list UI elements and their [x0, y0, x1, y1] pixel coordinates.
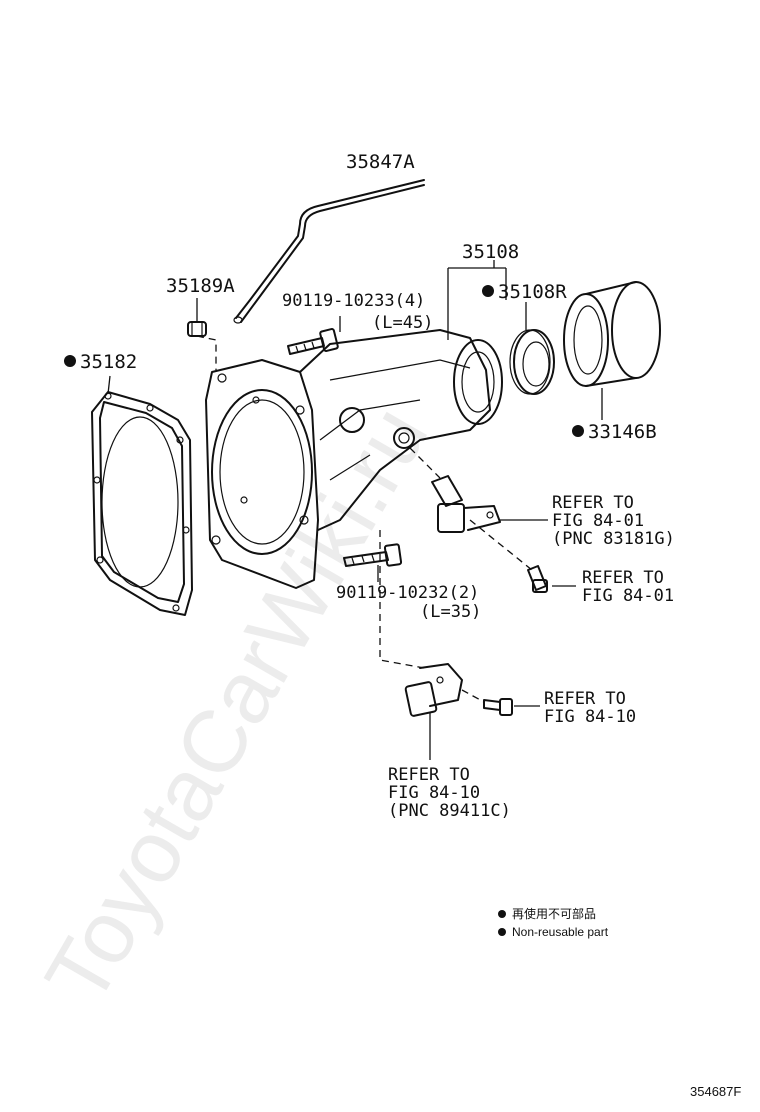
label-35189A: 35189A	[166, 275, 235, 297]
breather-tube-35847A[interactable]	[233, 179, 425, 324]
legend-marker-jp	[498, 910, 506, 918]
label-ref1-line2: FIG 84-01	[552, 511, 644, 531]
bolt-90119-10233[interactable]	[287, 328, 339, 355]
speed-sensor-83181G[interactable]	[431, 475, 501, 533]
non-reusable-marker-35182	[64, 355, 76, 367]
label-ref4-line3: (PNC 89411C)	[388, 801, 511, 821]
extension-housing-35108[interactable]	[205, 329, 503, 589]
label-bolt2-part-number: 90119-10232(2)	[336, 583, 479, 603]
label-ref3-line2: FIG 84-10	[544, 707, 636, 727]
speed-sensor-89411C[interactable]	[404, 663, 463, 717]
label-35108R: 35108R	[498, 281, 567, 303]
diagram-code: 354687F	[690, 1084, 741, 1099]
non-reusable-marker-35108R	[482, 285, 494, 297]
dust-cover-33146B[interactable]	[563, 281, 661, 387]
label-35182: 35182	[80, 351, 137, 373]
label-bolt2-length: (L=35)	[420, 602, 481, 622]
label-ref4-line2: FIG 84-10	[388, 783, 480, 803]
label-ref1-line3: (PNC 83181G)	[552, 529, 675, 549]
non-reusable-marker-33146B	[572, 425, 584, 437]
bolt-90119-10232[interactable]	[343, 543, 403, 567]
label-35108: 35108	[462, 241, 519, 263]
label-bolt1-part-number: 90119-10233(4)	[282, 291, 425, 311]
label-ref1-line1: REFER TO	[552, 493, 634, 513]
bolt-small-upper[interactable]	[527, 565, 548, 593]
watermark: ToyotaCarWiki.ru	[26, 390, 447, 1020]
label-ref2-line2: FIG 84-01	[582, 586, 674, 606]
label-ref2-line1: REFER TO	[582, 568, 664, 588]
gasket-35182[interactable]	[91, 391, 193, 616]
oil-seal-35108R[interactable]	[509, 329, 555, 395]
label-35847A: 35847A	[346, 151, 415, 173]
legend-marker-en	[498, 928, 506, 936]
label-33146B: 33146B	[588, 421, 657, 443]
label-ref3-line1: REFER TO	[544, 689, 626, 709]
legend: 再使用不可部品 Non-reusable part	[498, 906, 609, 939]
legend-text-jp: 再使用不可部品	[512, 906, 596, 921]
plug-35189A[interactable]	[187, 321, 207, 337]
legend-text-en: Non-reusable part	[512, 925, 609, 939]
bolt-small-lower[interactable]	[483, 698, 513, 716]
label-bolt1-length: (L=45)	[372, 313, 433, 333]
label-ref4-line1: REFER TO	[388, 765, 470, 785]
